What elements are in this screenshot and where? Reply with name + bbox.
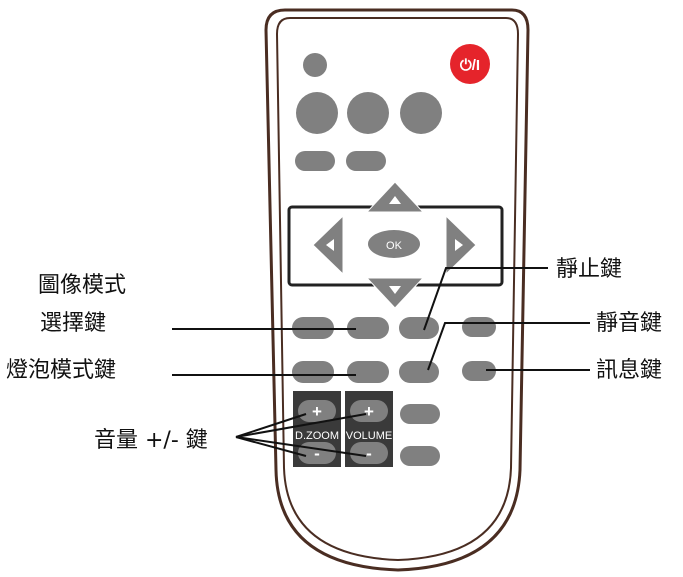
image-label: IMAGE (350, 304, 385, 316)
menu-button[interactable] (346, 151, 386, 171)
timer-button[interactable] (400, 446, 440, 466)
mute-leader (427, 322, 590, 371)
mute-label: MUTE (403, 348, 434, 360)
remote-body-outer (264, 8, 530, 572)
power-icon: ⏻/I (460, 57, 480, 74)
image-mode-annotation-line1: 圖像模式 (38, 273, 126, 298)
image-button[interactable] (347, 317, 389, 339)
freeze-label: FREEZE (397, 304, 440, 316)
timer-label: TIMER (403, 432, 437, 444)
vga-button[interactable] (296, 92, 338, 134)
freeze-leader (423, 267, 548, 331)
volume-minus-icon: - (366, 444, 372, 463)
video-label: VIDEO (351, 82, 386, 94)
screen-label: SCREEN (290, 348, 336, 360)
blank-label: BLANK (402, 390, 439, 402)
volume-leader-2 (235, 413, 367, 438)
dzoom-label: D.ZOOM (295, 430, 339, 442)
left-arrow-icon (326, 239, 334, 251)
video-button[interactable] (347, 92, 389, 134)
menu-label: MENU (350, 138, 382, 150)
volume-label: VOLUME (346, 430, 392, 442)
dzoom-plus-button[interactable] (298, 400, 336, 422)
dzoom-plus-icon: + (312, 402, 322, 421)
image-mode-annotation-line2: 選擇鍵 (40, 311, 106, 336)
lamp-label: LAMP (351, 348, 381, 360)
volume-plus-icon: + (364, 402, 374, 421)
ok-label: OK (386, 240, 403, 252)
ok-button[interactable] (368, 230, 420, 258)
hdmi-label: HDMI (407, 82, 435, 94)
auto-button[interactable] (295, 151, 335, 171)
volume-plus-button[interactable] (350, 400, 388, 422)
hdmi-button[interactable] (400, 92, 442, 134)
volume-minus-button[interactable] (350, 442, 388, 464)
auto-label: AUTO (300, 138, 331, 150)
down-arrow-icon (389, 286, 401, 294)
screen-button[interactable] (292, 361, 334, 383)
mute-button[interactable] (399, 361, 439, 383)
input-button[interactable] (303, 53, 327, 77)
keystone-label: KEYSTONE (283, 304, 343, 316)
volume-leader-3 (235, 436, 307, 457)
lamp-mode-annotation: 燈泡模式鍵 (6, 358, 116, 383)
freeze-button[interactable] (399, 317, 439, 339)
right-arrow-icon (455, 239, 463, 251)
lamp-button[interactable] (347, 361, 389, 383)
dzoom-minus-icon: - (314, 444, 320, 463)
info-label: INFO. (464, 348, 493, 360)
pattern-label: PATTERN (454, 304, 504, 316)
pattern-button[interactable] (462, 317, 496, 337)
blank-button[interactable] (400, 404, 440, 424)
info-button[interactable] (462, 361, 496, 381)
info-annotation: 訊息鍵 (596, 358, 662, 383)
freeze-annotation: 靜止鍵 (556, 257, 622, 282)
volume-leader-1 (235, 413, 307, 438)
volume-annotation: 音量 +/- 鍵 (94, 428, 208, 453)
remote-body-inner (275, 17, 520, 562)
mute-annotation: 靜音鍵 (596, 311, 662, 336)
power-button[interactable] (450, 44, 490, 84)
vga-label: VGA (305, 82, 329, 94)
input-label: INPUT (299, 40, 332, 52)
up-arrow-icon (389, 196, 401, 204)
volume-leader-4 (235, 436, 367, 457)
